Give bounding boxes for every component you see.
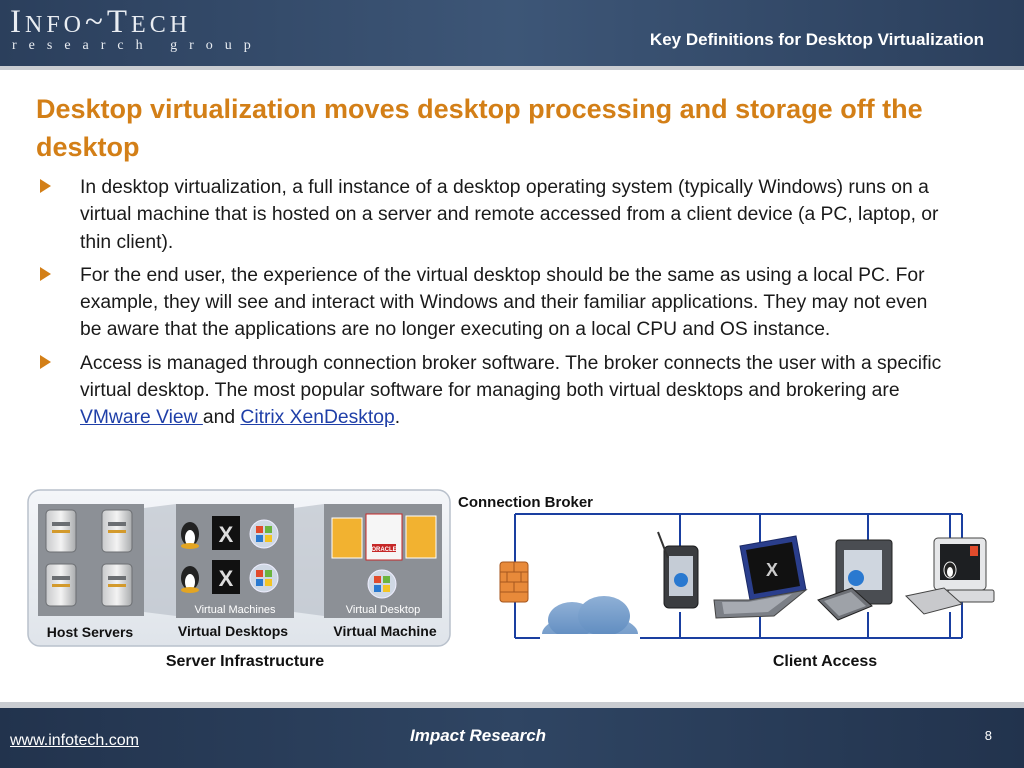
bullet-text: Access is managed through connection bro… bbox=[80, 352, 942, 402]
svg-text:X: X bbox=[219, 566, 234, 591]
laptop-icon: X bbox=[713, 535, 808, 619]
section-title: Key Definitions for Desktop Virtualizati… bbox=[649, 30, 984, 49]
virtual-desktop-caption: Virtual Desktop bbox=[346, 604, 420, 616]
svg-text:X: X bbox=[766, 560, 778, 580]
client-access-label: Client Access bbox=[773, 653, 877, 670]
virtual-machines-caption: Virtual Machines bbox=[194, 604, 276, 616]
thin-client-icon bbox=[904, 537, 995, 615]
virtual-desktops-label: Virtual Desktops bbox=[178, 623, 288, 639]
virtualization-diagram: X X Virtual Machines bbox=[0, 488, 1024, 678]
virtual-machine-label: Virtual Machine bbox=[333, 623, 436, 639]
bullet-item: In desktop virtualization, a full instan… bbox=[40, 174, 950, 256]
internet-cloud-icon bbox=[540, 596, 640, 656]
host-servers-label: Host Servers bbox=[47, 624, 134, 640]
svg-text:X: X bbox=[219, 522, 234, 547]
bullet-text-middle: and bbox=[202, 407, 241, 429]
windows-logo-icon bbox=[367, 569, 397, 599]
server-icon bbox=[45, 563, 77, 607]
header-bar: INFO~TECH research group Key Definitions… bbox=[0, 0, 1024, 66]
desktop-pc-icon bbox=[817, 539, 893, 621]
footer-bar: www.infotech.com Impact Research 8 bbox=[0, 708, 1024, 768]
vmware-view-link[interactable]: VMware View bbox=[80, 407, 203, 429]
bullet-item: Access is managed through connection bro… bbox=[40, 350, 950, 432]
pda-device-icon bbox=[657, 531, 699, 609]
bullet-list: In desktop virtualization, a full instan… bbox=[40, 174, 950, 438]
application-boxes-icon: ORACLE bbox=[331, 513, 437, 561]
server-icon bbox=[101, 563, 133, 607]
header-divider bbox=[0, 66, 1024, 70]
x-window-icon: X bbox=[212, 516, 240, 550]
footer-divider bbox=[0, 702, 1024, 708]
page-number: 8 bbox=[984, 728, 992, 743]
x-window-icon: X bbox=[212, 560, 240, 594]
logo-ech: ECH bbox=[131, 12, 192, 38]
slide-headline: Desktop virtualization moves desktop pro… bbox=[36, 94, 923, 162]
bullet-arrow-icon bbox=[40, 179, 51, 193]
logo-letter-t: T bbox=[106, 4, 132, 40]
oracle-label: ORACLE bbox=[371, 547, 396, 553]
bullet-text-end: . bbox=[394, 407, 401, 429]
logo-subtitle: research group bbox=[12, 38, 263, 53]
server-infrastructure-label: Server Infrastructure bbox=[166, 653, 324, 670]
connection-broker-label: Connection Broker bbox=[458, 494, 593, 511]
server-infrastructure-panel: X X Virtual Machines bbox=[27, 489, 451, 647]
logo-nfo: NFO bbox=[25, 12, 86, 38]
firewall-icon bbox=[499, 561, 529, 603]
windows-logo-icon bbox=[249, 563, 279, 593]
server-icon bbox=[101, 509, 133, 553]
website-link[interactable]: www.infotech.com bbox=[10, 732, 139, 749]
bullet-text: In desktop virtualization, a full instan… bbox=[80, 177, 939, 253]
linux-penguin-icon bbox=[181, 522, 199, 549]
bullet-text: For the end user, the experience of the … bbox=[80, 264, 928, 341]
linux-penguin-icon bbox=[181, 566, 199, 593]
bullet-item: For the end user, the experience of the … bbox=[40, 262, 950, 344]
server-icon bbox=[45, 509, 77, 553]
logo[interactable]: INFO~TECH bbox=[10, 4, 191, 41]
bullet-arrow-icon bbox=[40, 266, 51, 281]
footer-caption: Impact Research bbox=[410, 726, 547, 745]
bullet-arrow-icon bbox=[40, 354, 51, 369]
citrix-xendesktop-link[interactable]: Citrix XenDesktop bbox=[240, 407, 395, 429]
logo-letter-i: I bbox=[10, 4, 25, 40]
logo-tilde: ~ bbox=[85, 4, 107, 40]
windows-logo-icon bbox=[249, 519, 279, 549]
